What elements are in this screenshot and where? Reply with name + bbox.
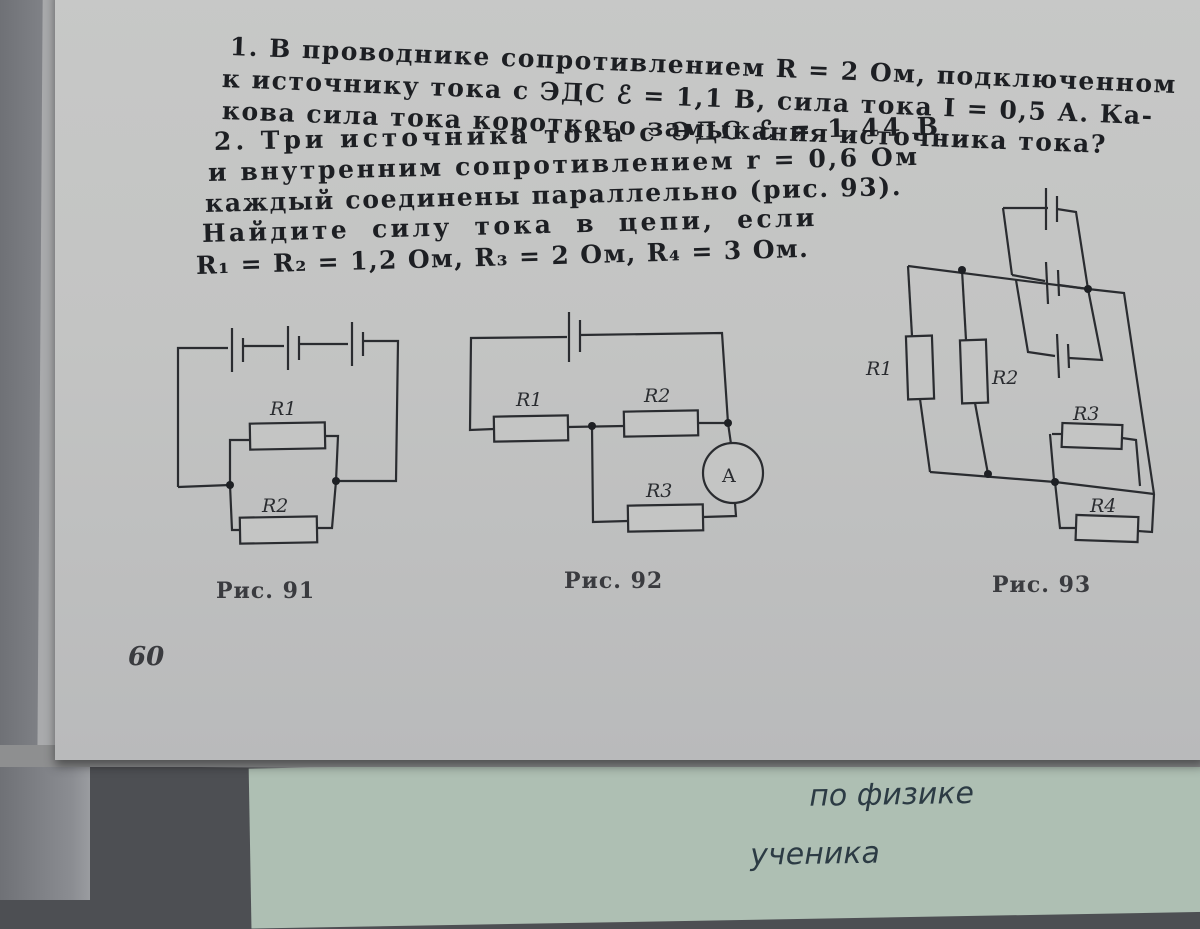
fig91-label-r1: R1 (269, 398, 296, 420)
figure-93-caption: Рис. 93 (992, 572, 1092, 598)
book-page (55, 0, 1200, 760)
page-number: 60 (128, 642, 165, 672)
fig92-label-r2: R2 (643, 385, 670, 407)
figure-93-circuit (904, 188, 1156, 544)
figure-91-circuit (176, 322, 400, 545)
fig93-label-r3: R3 (1072, 403, 1099, 425)
figure-91-caption: Рис. 91 (216, 578, 316, 604)
fig92-ammeter-label: A (721, 465, 736, 487)
figure-92-caption: Рис. 92 (564, 568, 664, 594)
fig93-label-r2: R2 (991, 367, 1018, 389)
fig93-label-r1: R1 (865, 358, 892, 380)
circuit-diagrams: R1 R2 R1 R2 R3 A (176, 188, 1156, 545)
fig92-label-r3: R3 (645, 480, 672, 502)
figure-92-circuit (468, 312, 765, 533)
fig93-label-r4: R4 (1089, 495, 1116, 517)
fig91-label-r2: R2 (261, 495, 288, 517)
fig92-label-r1: R1 (515, 389, 542, 411)
